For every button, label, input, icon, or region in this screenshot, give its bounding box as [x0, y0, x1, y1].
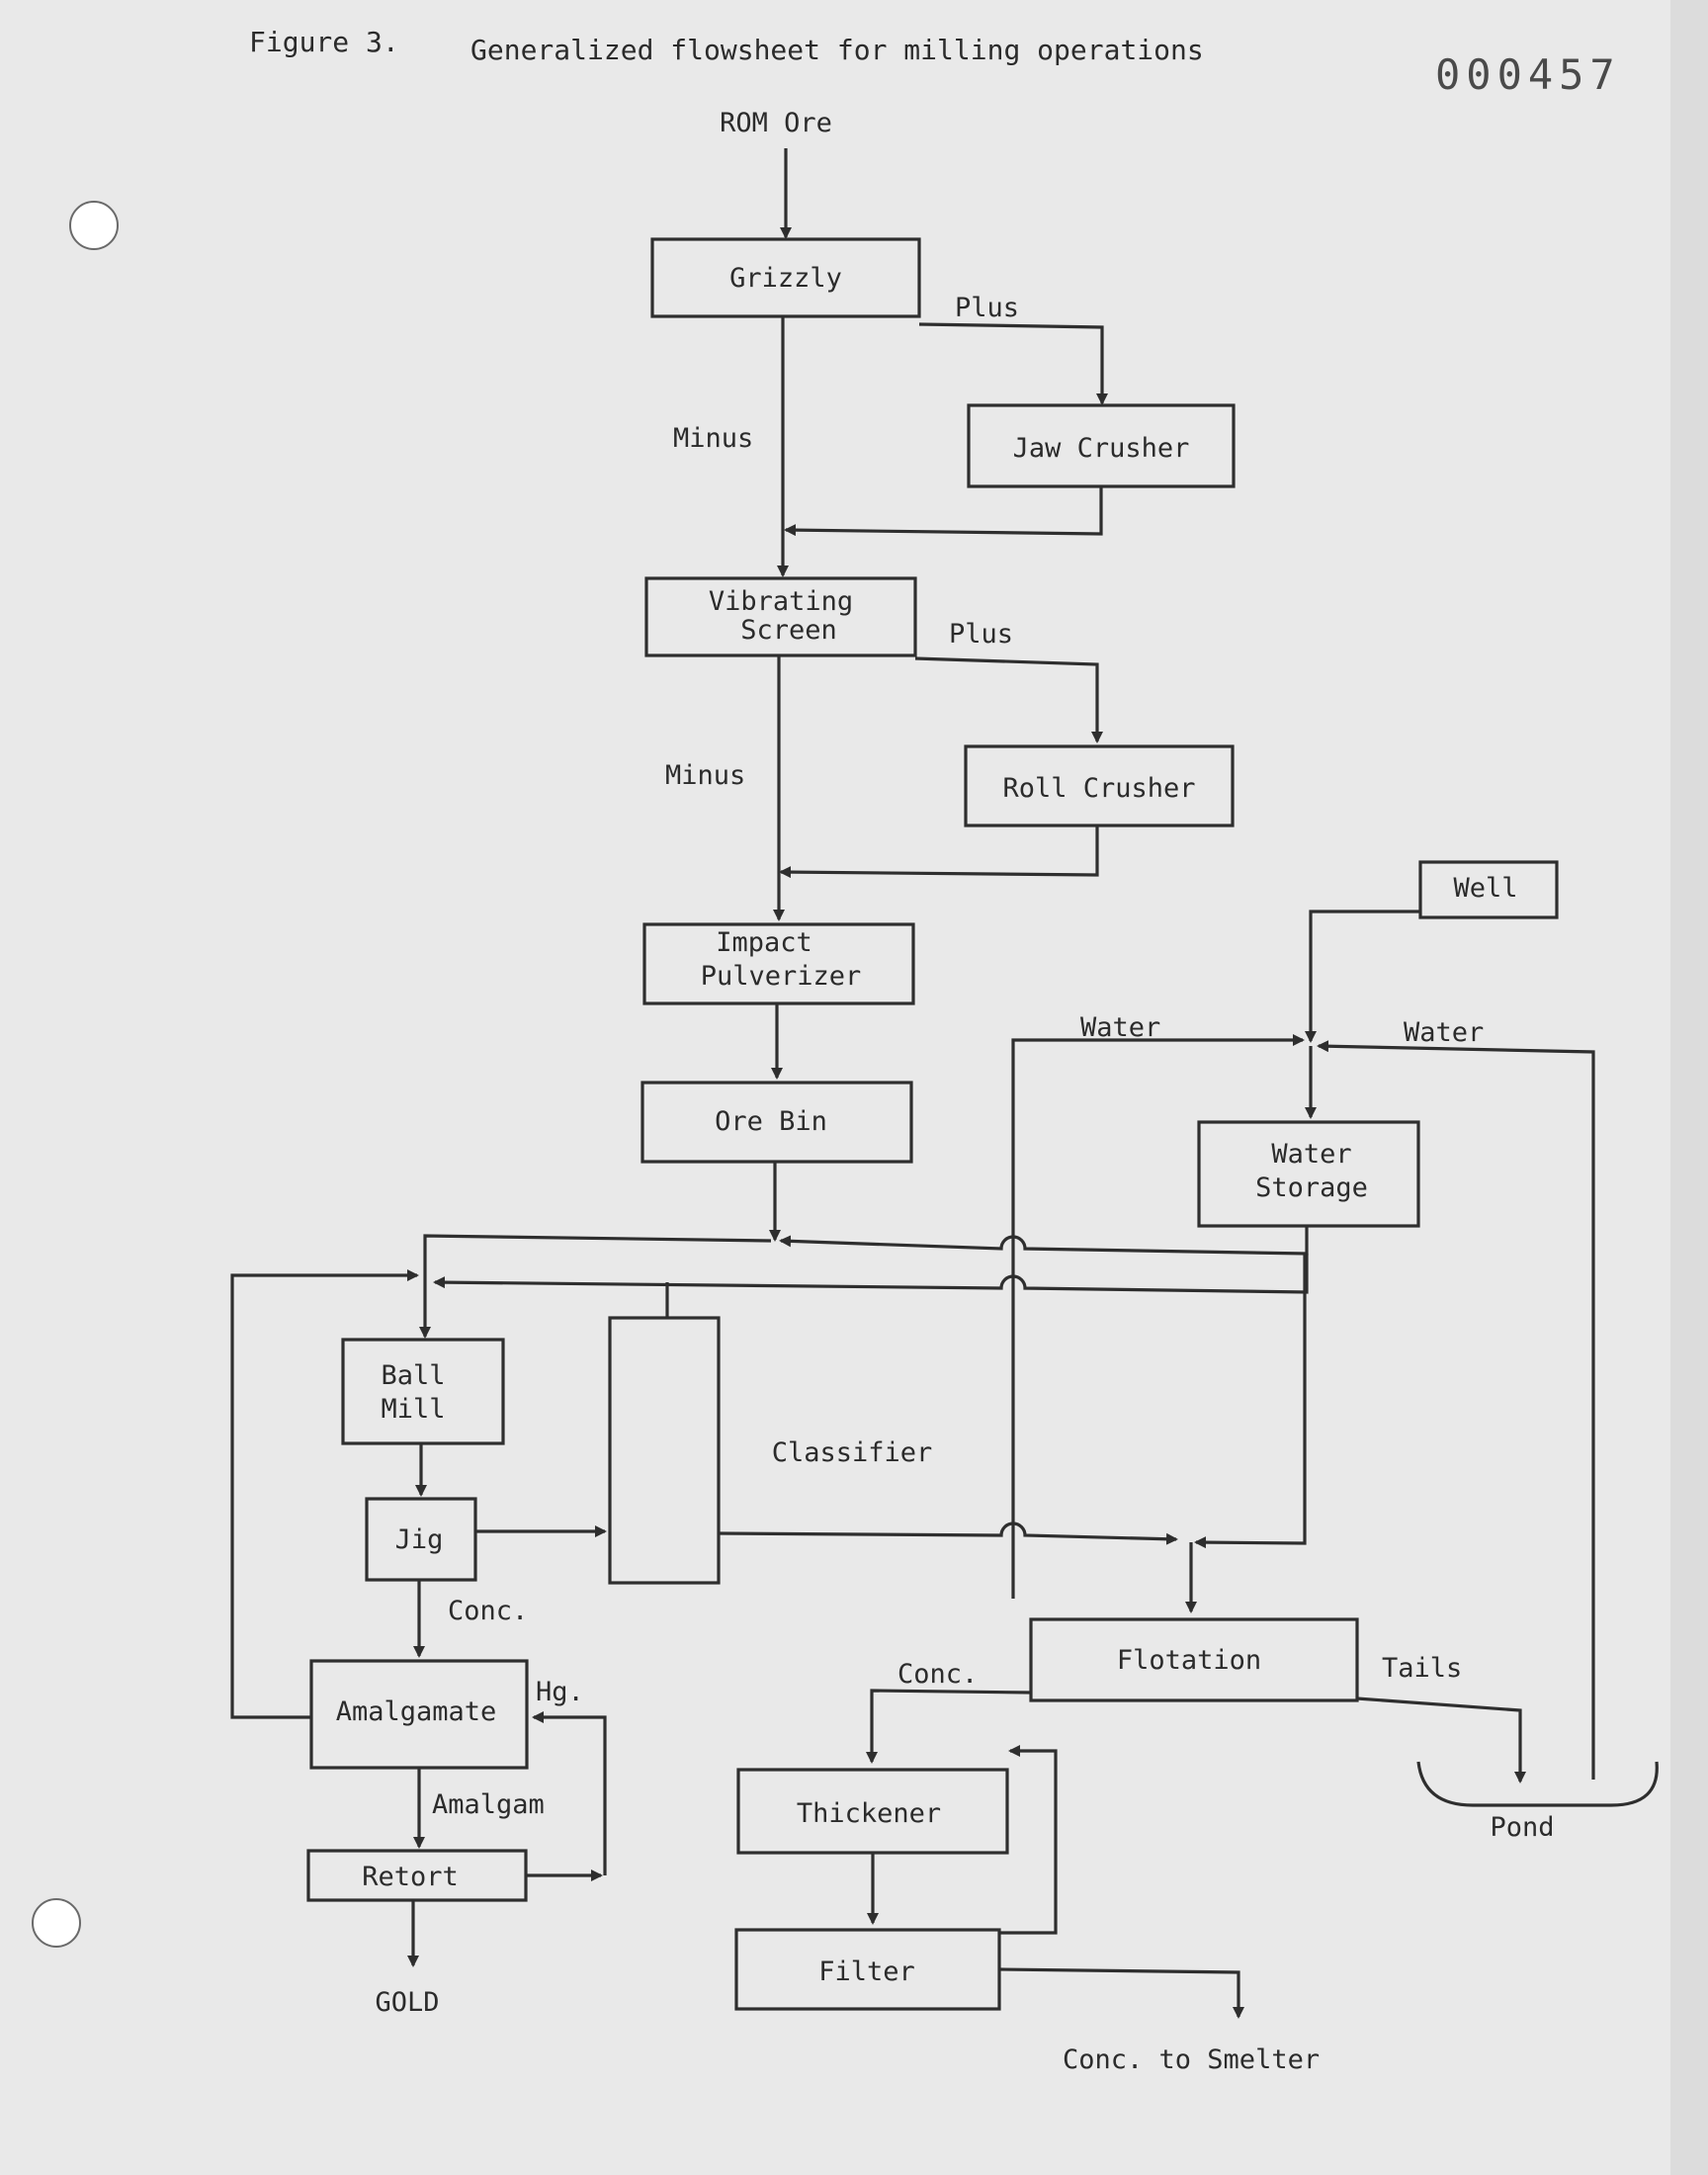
gold-output-label: GOLD	[375, 1987, 439, 2018]
jig-label: Jig	[395, 1524, 444, 1555]
rom-ore-label: ROM Ore	[720, 108, 832, 138]
water-right-line	[1317, 1040, 1595, 1780]
ore-bin-label: Ore Bin	[715, 1106, 827, 1137]
ore-bin-box: Ore Bin	[640, 1081, 913, 1164]
vibrating-screen-label-1: Vibrating	[709, 586, 853, 617]
jaw-crusher-return-line	[784, 486, 1103, 537]
amalgamate-label: Amalgamate	[336, 1696, 497, 1727]
flotation-conc-label: Conc.	[897, 1659, 978, 1690]
water-right-label: Water	[1404, 1017, 1484, 1048]
ball-mill-label-1: Ball	[381, 1360, 445, 1391]
retort-box: Retort	[306, 1849, 528, 1902]
well-to-water-line	[1305, 910, 1420, 1043]
document-page	[0, 0, 1670, 2175]
classifier-to-flotation-line	[718, 1522, 1178, 1545]
flotation-tails-label: Tails	[1382, 1653, 1462, 1684]
grizzly-box: Grizzly	[650, 237, 921, 318]
amalgamate-recycle-line	[230, 1269, 419, 1719]
retort-label: Retort	[362, 1862, 459, 1892]
filter-label: Filter	[818, 1957, 915, 1987]
water-left-line	[1011, 1034, 1305, 1599]
amalgamate-box: Amalgamate	[309, 1659, 529, 1770]
flotation-tails-line	[1356, 1696, 1526, 1784]
filter-box: Filter	[734, 1928, 1001, 2011]
jaw-crusher-label: Jaw Crusher	[1013, 433, 1190, 464]
jig-conc-label: Conc.	[448, 1596, 528, 1626]
flotation-label: Flotation	[1117, 1645, 1261, 1676]
water-feed-to-mill-line	[433, 1254, 1309, 1294]
thickener-label: Thickener	[797, 1798, 941, 1829]
hg-return-line	[532, 1711, 607, 1875]
classifier-box	[608, 1316, 721, 1585]
filter-return-line	[999, 1745, 1058, 1935]
ball-mill-box: Ball Mill	[341, 1338, 505, 1445]
flotation-box: Flotation	[1029, 1617, 1359, 1702]
pond-label: Pond	[1490, 1812, 1554, 1843]
water-storage-to-flotation-line	[1194, 1254, 1307, 1549]
flotation-conc-line	[866, 1689, 1032, 1764]
jig-box: Jig	[365, 1497, 477, 1582]
water-left-label: Water	[1080, 1012, 1160, 1043]
screen-plus-label: Plus	[949, 619, 1013, 650]
ball-mill-label-2: Mill	[381, 1394, 445, 1425]
water-storage-label-1: Water	[1271, 1139, 1351, 1170]
roll-crusher-box: Roll Crusher	[964, 744, 1235, 827]
grizzly-minus-label: Minus	[673, 423, 753, 454]
well-label: Well	[1453, 873, 1517, 904]
impact-pulverizer-label-1: Impact	[716, 927, 812, 958]
vibrating-screen-box: Vibrating Screen	[644, 576, 917, 657]
vibrating-screen-label-2: Screen	[740, 615, 837, 646]
grizzly-plus-line	[918, 322, 1108, 405]
figure-label: Figure 3.	[249, 26, 399, 58]
thickener-box: Thickener	[736, 1768, 1009, 1855]
grizzly-label: Grizzly	[729, 263, 842, 294]
impact-pulverizer-label-2: Pulverizer	[701, 961, 862, 992]
document-number-stamp: 000457	[1435, 50, 1621, 99]
impact-pulverizer-box: Impact Pulverizer	[642, 922, 915, 1005]
screen-minus-label: Minus	[665, 760, 745, 791]
filter-to-smelter-line	[998, 1967, 1244, 2019]
jaw-crusher-box: Jaw Crusher	[967, 403, 1236, 488]
roll-crusher-label: Roll Crusher	[1002, 773, 1195, 804]
screen-plus-line	[914, 656, 1103, 743]
water-storage-label-2: Storage	[1255, 1173, 1368, 1203]
pond-basin	[1416, 1761, 1659, 1807]
well-box: Well	[1418, 860, 1559, 919]
water-storage-box: Water Storage	[1197, 1120, 1420, 1228]
figure-title: Generalized flowsheet for milling operat…	[470, 34, 1204, 66]
hg-label: Hg.	[536, 1677, 584, 1707]
ore-feed-to-mill-line	[419, 1234, 772, 1339]
roll-crusher-return-line	[779, 826, 1099, 879]
conc-to-smelter-label: Conc. to Smelter	[1063, 2044, 1320, 2075]
binder-hole-bottom	[32, 1898, 81, 1948]
classifier-label: Classifier	[772, 1437, 933, 1468]
water-feed-to-ore-line	[779, 1226, 1309, 1256]
binder-hole-top	[69, 201, 119, 250]
grizzly-plus-label: Plus	[955, 293, 1019, 323]
amalgam-label: Amalgam	[432, 1789, 545, 1820]
